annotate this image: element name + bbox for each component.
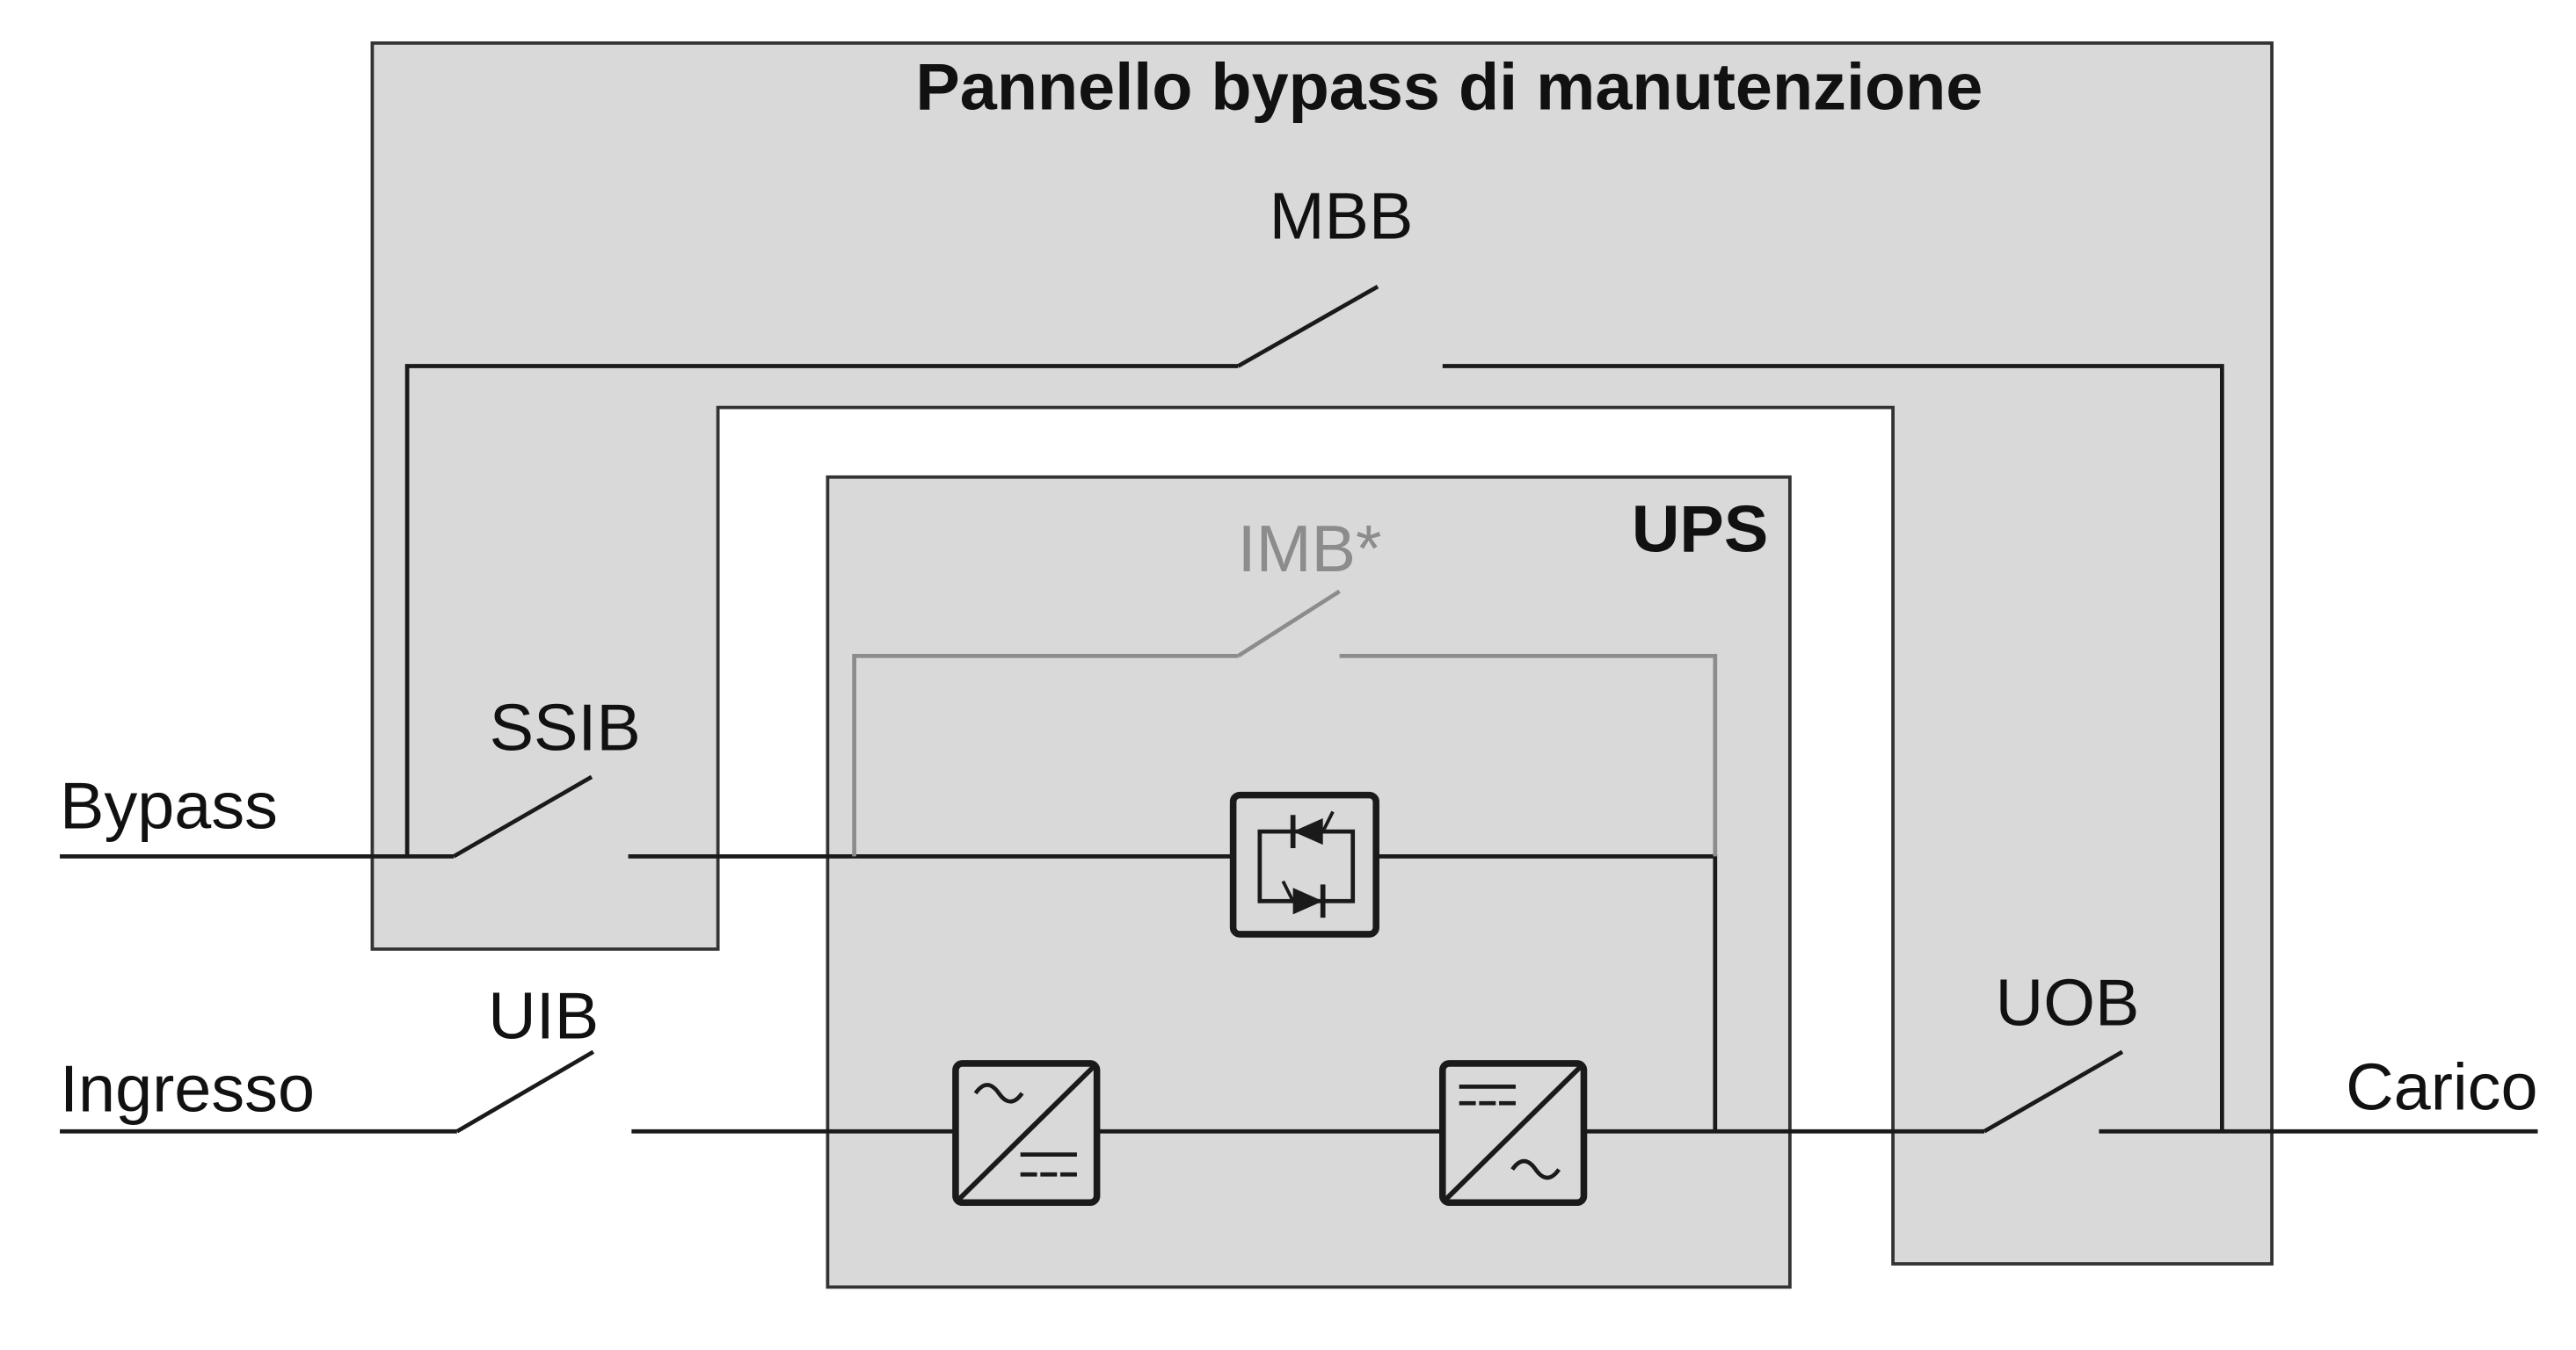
mbb-left-branch	[404, 364, 1239, 857]
mbb-right-branch	[1442, 364, 2224, 1132]
uib-label: UIB	[488, 979, 599, 1053]
mbb-switch-blade	[1237, 285, 1379, 368]
imb-switch-blade	[1237, 589, 1341, 658]
inverter-icon	[1439, 1060, 1588, 1207]
imb-right-branch	[1339, 653, 1718, 857]
rectifier-icon	[952, 1060, 1101, 1207]
panel-title: Pannello bypass di manutenzione	[915, 49, 1983, 123]
maintenance-bypass-panel	[370, 41, 2274, 1266]
ssib-label: SSIB	[490, 691, 641, 765]
mbb-label: MBB	[1270, 178, 1414, 252]
imb-left-branch	[852, 653, 1239, 857]
imb-label: IMB*	[1238, 512, 1382, 585]
static-switch-icon	[1229, 791, 1379, 938]
bypass-terminal-label: Bypass	[60, 768, 278, 842]
uib-switch-blade	[455, 1049, 595, 1134]
imb-wiring	[852, 589, 1718, 857]
ups-title: UPS	[1632, 492, 1768, 566]
wiring	[60, 285, 2538, 1134]
input-terminal-label: Ingresso	[60, 1052, 315, 1126]
load-terminal-label: Carico	[2346, 1050, 2537, 1124]
uob-label: UOB	[1996, 966, 2140, 1040]
ssib-switch-blade	[452, 774, 593, 859]
uob-switch-blade	[1983, 1049, 2124, 1134]
